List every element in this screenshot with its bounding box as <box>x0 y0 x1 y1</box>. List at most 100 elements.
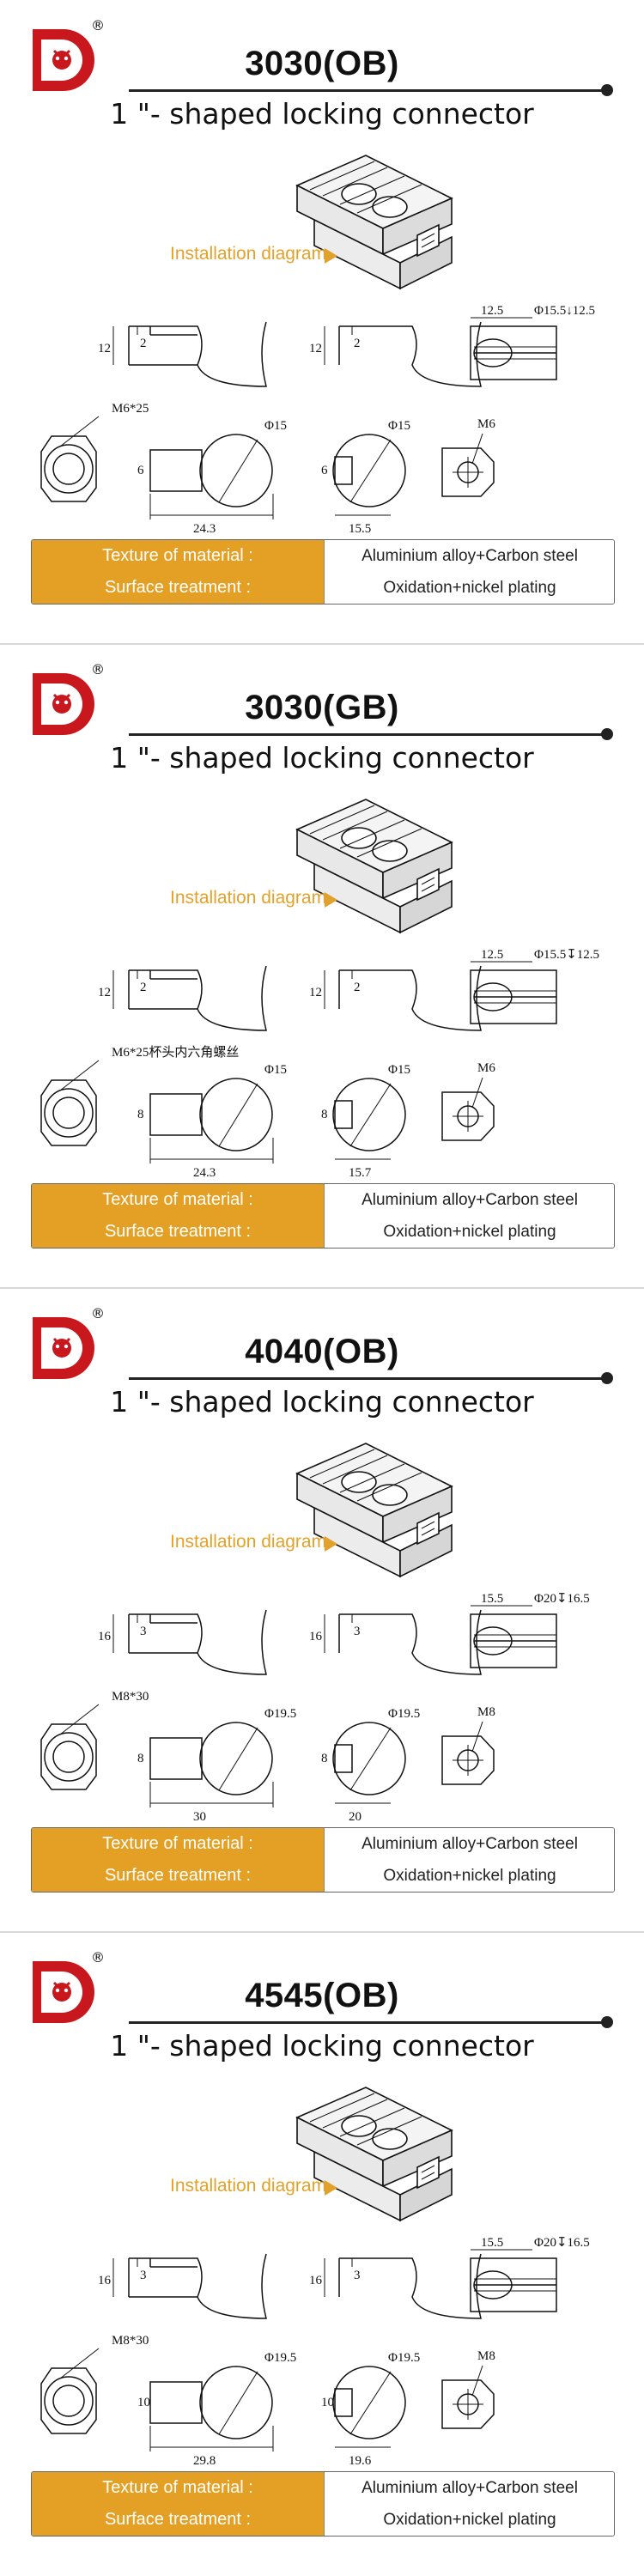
dim-diameter-2: Φ15 <box>388 419 410 433</box>
model-title: 4545(OB) <box>245 1977 399 2014</box>
dim-counterbore: Φ15.5↓12.5 <box>534 304 595 318</box>
play-arrow-icon <box>325 1536 337 1552</box>
dim-neck-2: 8 <box>321 1108 328 1121</box>
dim-step-2: 3 <box>354 1625 361 1638</box>
dimension-drawings: 15.5 Φ20↧16.5 3 16 3 16 M8*30 Φ19.5 Φ19.… <box>40 2236 590 2468</box>
registered-mark: ® <box>91 1949 105 1965</box>
material-value: Aluminium alloy+Carbon steel <box>324 1828 614 1860</box>
title-divider <box>129 1377 610 1380</box>
dim-screw-spec: M6*25杯头内六角螺丝 <box>112 1045 239 1060</box>
installation-diagram-label: Installation diagram <box>170 244 327 264</box>
dim-step-2: 2 <box>354 981 361 994</box>
dim-diameter-2: Φ19.5 <box>388 1707 420 1721</box>
profile-assembly-illustration <box>295 155 453 290</box>
dim-length-2: 15.7 <box>349 1166 372 1180</box>
dim-neck-2: 10 <box>321 2396 334 2409</box>
product-subtitle: 1 "- shaped locking connector <box>110 97 534 131</box>
surface-value: Oxidation+nickel plating <box>324 572 614 604</box>
model-title: 4040(OB) <box>245 1333 399 1370</box>
dim-step-1: 2 <box>140 981 147 994</box>
dim-nut-spec: M8 <box>477 1705 495 1719</box>
dim-length-1: 24.3 <box>193 522 216 536</box>
dim-neck-1: 10 <box>137 2396 150 2409</box>
surface-value: Oxidation+nickel plating <box>324 2504 614 2536</box>
material-value: Aluminium alloy+Carbon steel <box>324 540 614 572</box>
brand-logo <box>33 673 94 735</box>
dim-neck-2: 8 <box>321 1752 328 1765</box>
profile-assembly-illustration <box>295 1443 453 1578</box>
dimension-drawings: 12.5 Φ15.5↧12.5 2 12 2 12 M6*25杯头内六角螺丝 Φ… <box>40 948 599 1180</box>
surface-label: Surface treatment : <box>32 572 324 604</box>
dim-height-2: 16 <box>309 1630 323 1643</box>
dim-height-1: 12 <box>98 342 111 355</box>
spec-row-surface: Surface treatment : Oxidation+nickel pla… <box>32 1216 614 1248</box>
dim-height-1: 16 <box>98 2274 112 2287</box>
dimension-drawings: 12.5 Φ15.5↓12.5 2 12 2 12 M6*25 Φ15 Φ15 … <box>40 304 595 536</box>
play-arrow-icon <box>325 892 337 908</box>
dim-screw-spec: M8*30 <box>112 2334 149 2348</box>
spec-row-surface: Surface treatment : Oxidation+nickel pla… <box>32 1860 614 1892</box>
play-arrow-icon <box>325 248 337 264</box>
dim-length-1: 30 <box>193 1810 206 1824</box>
section-separator <box>0 643 644 645</box>
brand-logo <box>33 1317 94 1379</box>
dim-diameter-1: Φ19.5 <box>264 1707 296 1721</box>
title-divider <box>129 733 610 736</box>
dim-neck-1: 6 <box>137 464 144 477</box>
product-subtitle: 1 "- shaped locking connector <box>110 1385 534 1419</box>
product-section: ® 3030(OB) 1 "- shaped locking connector… <box>0 0 644 644</box>
dim-length-1: 29.8 <box>193 2454 216 2468</box>
installation-diagram-label: Installation diagram <box>170 2176 327 2196</box>
spec-row-material: Texture of material : Aluminium alloy+Ca… <box>32 2472 614 2505</box>
model-title: 3030(GB) <box>245 689 399 726</box>
material-value: Aluminium alloy+Carbon steel <box>324 1184 614 1216</box>
dim-screw-spec: M6*25 <box>112 402 149 416</box>
dim-step-1: 3 <box>140 1625 147 1638</box>
product-subtitle: 1 "- shaped locking connector <box>110 741 534 775</box>
product-section: ® 4545(OB) 1 "- shaped locking connector… <box>0 1932 644 2576</box>
installation-diagram-label: Installation diagram <box>170 1532 327 1552</box>
dim-height-2: 12 <box>309 986 322 999</box>
dim-screw-spec: M8*30 <box>112 1690 149 1704</box>
dim-diameter-1: Φ19.5 <box>264 2351 296 2365</box>
dim-slot-width: 12.5 <box>481 304 503 318</box>
dim-height-2: 16 <box>309 2274 323 2287</box>
dim-diameter-2: Φ15 <box>388 1063 410 1077</box>
title-divider-dot <box>601 728 613 740</box>
dim-height-1: 16 <box>98 1630 112 1643</box>
spec-row-material: Texture of material : Aluminium alloy+Ca… <box>32 1828 614 1861</box>
dim-length-1: 24.3 <box>193 1166 216 1180</box>
dim-step-1: 3 <box>140 2269 147 2282</box>
title-divider-dot <box>601 1372 613 1384</box>
title-divider <box>129 89 610 92</box>
installation-diagram-label: Installation diagram <box>170 888 327 908</box>
dim-diameter-1: Φ15 <box>264 419 287 433</box>
dim-length-2: 15.5 <box>349 522 371 536</box>
dim-height-2: 12 <box>309 342 322 355</box>
dim-diameter-1: Φ15 <box>264 1063 287 1077</box>
registered-mark: ® <box>91 17 105 33</box>
dim-counterbore: Φ20↧16.5 <box>534 1592 590 1606</box>
dim-slot-width: 15.5 <box>481 2236 503 2250</box>
dim-slot-width: 12.5 <box>481 948 503 962</box>
product-section: ® 3030(GB) 1 "- shaped locking connector… <box>0 644 644 1288</box>
product-subtitle: 1 "- shaped locking connector <box>110 2029 534 2063</box>
title-divider-dot <box>601 2016 613 2028</box>
dim-slot-width: 15.5 <box>481 1592 503 1606</box>
title-divider <box>129 2021 610 2024</box>
spec-row-material: Texture of material : Aluminium alloy+Ca… <box>32 540 614 573</box>
spec-row-material: Texture of material : Aluminium alloy+Ca… <box>32 1184 614 1217</box>
surface-value: Oxidation+nickel plating <box>324 1216 614 1248</box>
surface-label: Surface treatment : <box>32 1860 324 1892</box>
material-label: Texture of material : <box>32 1828 324 1860</box>
dim-counterbore: Φ15.5↧12.5 <box>534 948 599 962</box>
material-label: Texture of material : <box>32 540 324 572</box>
dimension-drawings: 15.5 Φ20↧16.5 3 16 3 16 M8*30 Φ19.5 Φ19.… <box>40 1592 590 1824</box>
dim-step-1: 2 <box>140 337 147 350</box>
spec-table: Texture of material : Aluminium alloy+Ca… <box>31 2471 615 2537</box>
spec-row-surface: Surface treatment : Oxidation+nickel pla… <box>32 2504 614 2536</box>
dim-neck-1: 8 <box>137 1752 144 1765</box>
dim-neck-1: 8 <box>137 1108 144 1121</box>
dim-diameter-2: Φ19.5 <box>388 2351 420 2365</box>
registered-mark: ® <box>91 1305 105 1321</box>
